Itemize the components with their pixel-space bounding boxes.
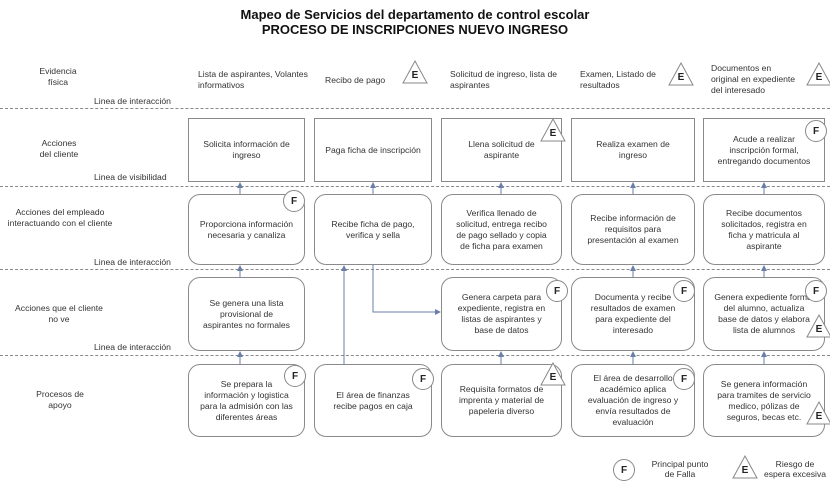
backstage-action-3: Genera carpeta para expediente, registra… [441,277,562,351]
backstage-action-4: Documenta y recibe resultados de examen … [571,277,695,351]
failure-f-icon: F [673,368,695,390]
employee-action-5: Recibe documentos solicitados, registra … [703,194,825,265]
line-interaccion-2 [0,269,830,270]
line-visibilidad [0,186,830,187]
client-action-3: Llena solicitud de aspirante [441,118,562,182]
evidence-3: Solicitud de ingreso, lista de aspirante… [450,69,558,90]
risk-e-icon: E [402,60,428,84]
line-interaccion-1 [0,108,830,109]
backstage-action-1: Se genera una lista provisional de aspir… [188,277,305,351]
client-action-1: Solicita información de ingreso [188,118,305,182]
risk-e-icon: E [668,62,694,86]
diagram-subtitle: PROCESO DE INSCRIPCIONES NUEVO INGRESO [261,22,569,37]
failure-f-icon: F [805,280,827,302]
row-label-acciones-no-ve: Acciones que el cliente no ve [15,303,103,324]
line-label-interaccion-2: Linea de interacción [94,257,171,267]
line-interaccion-3 [0,355,830,356]
evidence-4: Examen, Listado de resultados [580,69,656,90]
legend-e-label: Riesgo de espera excesiva [763,459,827,479]
risk-e-icon: E [806,314,830,338]
failure-f-icon: F [284,365,306,387]
legend-f-icon: F [613,459,635,481]
line-label-visibilidad: Linea de visibilidad [94,172,167,182]
employee-action-2: Recibe ficha de pago, verifica y sella [314,194,432,265]
row-label-procesos-apoyo: Procesos de apoyo [36,389,84,410]
failure-f-icon: F [412,368,434,390]
employee-action-4: Recibe información de requisitos para pr… [571,194,695,265]
failure-f-icon: F [673,280,695,302]
client-action-2: Paga ficha de inscripción [314,118,432,182]
support-process-4: El área de desarrollo académico aplica e… [571,364,695,437]
row-label-evidencia: Evidencia física [39,66,77,87]
failure-f-icon: F [546,280,568,302]
evidence-1: Lista de aspirantes, Volantes informativ… [198,69,308,90]
row-label-acciones-empleado: Acciones del empleado interactuando con … [7,207,113,228]
risk-e-icon: E [806,62,830,86]
risk-e-icon: E [540,362,566,386]
line-label-interaccion-1: Linea de interacción [94,96,171,106]
legend-f-label: Principal punto de Falla [651,459,709,479]
support-process-5: Se genera información para tramites de s… [703,364,825,437]
failure-f-icon: F [283,190,305,212]
legend-e-icon: E [732,455,758,479]
risk-e-icon: E [806,401,830,425]
row-label-acciones-cliente: Acciones del cliente [39,138,79,159]
backstage-action-5: Genera expediente formal del alumno, act… [703,277,825,351]
line-label-interaccion-3: Linea de interacción [94,342,171,352]
risk-e-icon: E [540,118,566,142]
client-action-4: Realiza examen de ingreso [571,118,695,182]
client-action-5: Acude a realizar inscripción formal, ent… [703,118,825,182]
failure-f-icon: F [805,120,827,142]
diagram-title: Mapeo de Servicios del departamento de c… [240,7,590,22]
support-process-3: Requisita formatos de imprenta y materia… [441,364,562,437]
evidence-2: Recibo de pago [325,75,386,85]
employee-action-3: Verifica llenado de solicitud, entrega r… [441,194,562,265]
evidence-5: Documentos en original en expediente del… [711,63,796,95]
